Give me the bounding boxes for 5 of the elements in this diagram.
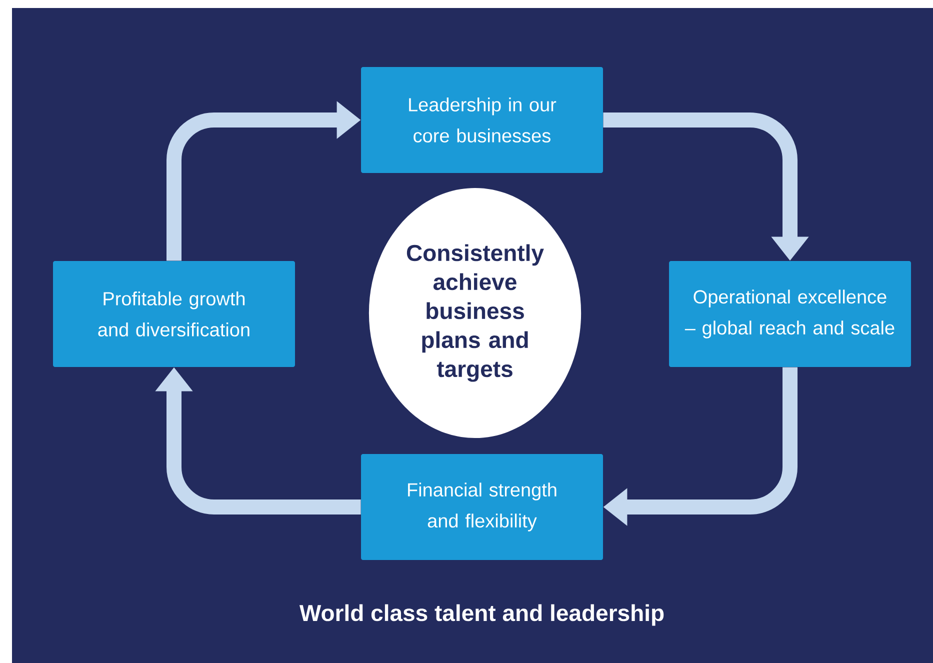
process-box: Operational excellence – global reach and scale [669,261,912,367]
process-box: Profitable growth and diversification [53,261,295,367]
footer-text: World class talent and leadership [299,604,664,626]
process-box: Financial strength and flexibility [361,454,603,560]
process-box: Leadership in our core businesses [361,67,603,173]
